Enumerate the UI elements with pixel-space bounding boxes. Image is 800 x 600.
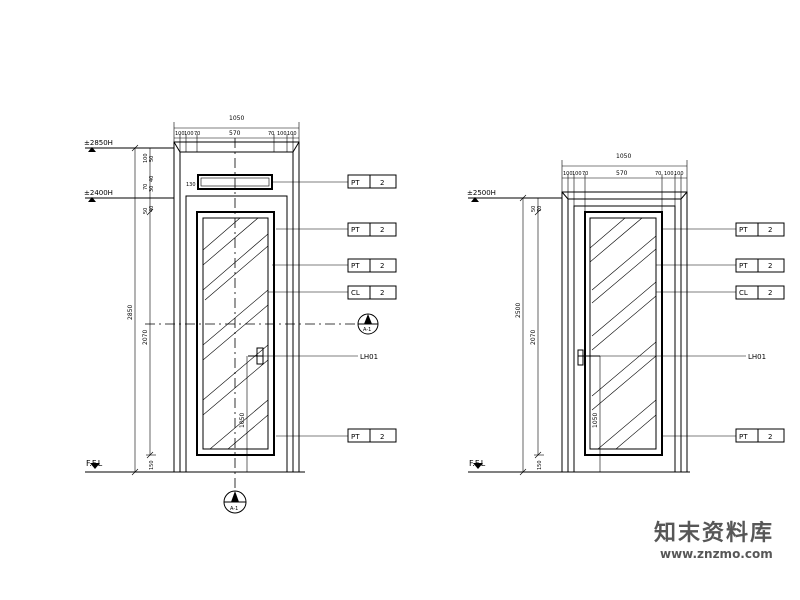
left-overall-width-dim: 1050 [229,115,244,122]
left-transom-dim: 130 [186,182,196,188]
left-door-panel-outer [196,211,275,456]
right-door-height-dim: 2070 [530,330,537,345]
right-vdim-1: 50 [531,206,537,212]
left-tag-2-num: 2 [380,226,384,234]
left-door-panel-inner [202,217,269,450]
right-tag-1-num: 2 [768,226,772,234]
left-tag-2: PT 2 [276,222,397,237]
left-vdim-1: 100 [143,153,149,163]
right-door-panel-inner [589,217,657,450]
left-section-side-num: 2 [366,317,370,324]
right-hardware-label: LH01 [748,353,766,361]
left-floor-label: F.F.L [86,459,103,468]
left-wdim-2: 100 [184,131,194,137]
left-door-height-dim: 2070 [142,330,149,345]
left-handle-height-dim: 1050 [239,413,246,428]
left-door-glass-hatch [203,218,268,449]
right-door-elevation: F.F.L ±2500H 2500 2070 50 70 150 1050 10… [467,153,785,476]
left-vdim-6: 50 [143,208,149,214]
watermark-site-name: 知末资料库 [654,520,774,546]
right-tag-2-num: 2 [768,262,772,270]
left-vdim-5: 30 [149,186,155,192]
left-level-mid-marker-icon [88,197,96,202]
right-tag-2-code: PT [739,262,748,270]
left-vdim-2: 50 [149,156,155,162]
left-section-bottom-num: 1 [233,495,237,502]
left-overall-height-dim: 2850 [127,305,134,320]
watermark-url: www.znzmo.com [660,547,773,561]
left-door-outer-frame [173,141,300,473]
watermark: 知末资料库 www.znzmo.com [654,520,774,561]
left-tag-4-num: 2 [380,289,384,297]
left-level-top-marker-icon [88,147,96,152]
left-section-mark-bottom: 1 A-1 [223,490,247,514]
left-wdim-1: 100 [175,131,185,137]
left-tag-1-code: PT [351,179,360,187]
left-hardware-label: LH01 [360,353,378,361]
left-level-top-label: ±2850H [84,139,113,147]
left-tag-3: PT 2 [272,258,397,273]
right-floor-label: F.F.L [469,459,486,468]
right-wdim-4: 570 [616,170,628,177]
left-vdim-7: 40 [149,206,155,212]
right-tag-1-code: PT [739,226,748,234]
right-door-handle-icon [577,349,584,366]
right-handle-height-dim: 1050 [592,413,599,428]
left-wdim-5: 70 [268,131,274,137]
right-wdim-2: 100 [572,171,582,177]
left-vdim-3: 70 [143,184,149,190]
right-level-top-marker-icon [471,197,479,202]
right-tag-3: CL 2 [656,285,785,300]
right-wdim-1: 100 [563,171,573,177]
left-bottom-dim: 150 [149,460,155,470]
left-section-side-ref: A-1 [363,327,371,333]
right-tag-4-num: 2 [768,433,772,441]
left-tag-5-num: 2 [380,433,384,441]
left-tag-2-code: PT [351,226,360,234]
right-vdim-2: 70 [537,206,543,212]
right-hardware-callout: LH01 [583,353,766,361]
left-tag-3-num: 2 [380,262,384,270]
right-wdim-5: 70 [655,171,661,177]
right-overall-height-dim: 2500 [515,303,522,318]
left-tag-4: CL 2 [268,285,397,300]
right-tag-1: PT 2 [662,222,785,237]
left-wdim-6: 100 [277,131,287,137]
left-wdim-3: 70 [194,131,200,137]
right-level-top-label: ±2500H [467,189,496,197]
left-vdim-4: 40 [149,176,155,182]
left-tag-1-num: 2 [380,179,384,187]
right-wdim-7: 100 [674,171,684,177]
left-tag-5: PT 2 [276,428,397,443]
right-tag-3-code: CL [739,289,748,297]
left-door-leaf [185,195,288,473]
left-tag-5-code: PT [351,433,360,441]
right-floor-level-marker-icon [473,463,483,469]
right-tag-4-code: PT [739,433,748,441]
left-level-mid-label: ±2400H [84,189,113,197]
right-tag-3-num: 2 [768,289,772,297]
right-bottom-dim: 150 [537,460,543,470]
right-tag-2: PT 2 [656,258,785,273]
right-door-outer-frame [561,191,688,473]
right-wdim-3: 70 [582,171,588,177]
left-wdim-4: 570 [229,130,241,137]
left-tag-4-code: CL [351,289,360,297]
left-section-bottom-ref: A-1 [230,506,238,512]
left-tag-3-code: PT [351,262,360,270]
right-door-glass-hatch [590,218,656,449]
right-door-leaf [573,205,676,473]
right-wdim-6: 100 [664,171,674,177]
left-floor-level-marker-icon [90,463,100,469]
right-overall-width-dim: 1050 [616,153,631,160]
left-wdim-7: 100 [287,131,297,137]
left-door-elevation: F.F.L ±2850H ±2400H 2850 2070 100 50 70 … [84,115,397,514]
right-tag-4: PT 2 [662,428,785,443]
left-hardware-callout: LH01 [263,353,378,361]
left-section-mark-side: 2 A-1 [357,313,379,335]
left-tag-1: PT 2 [272,174,397,189]
right-door-panel-outer [584,211,663,456]
